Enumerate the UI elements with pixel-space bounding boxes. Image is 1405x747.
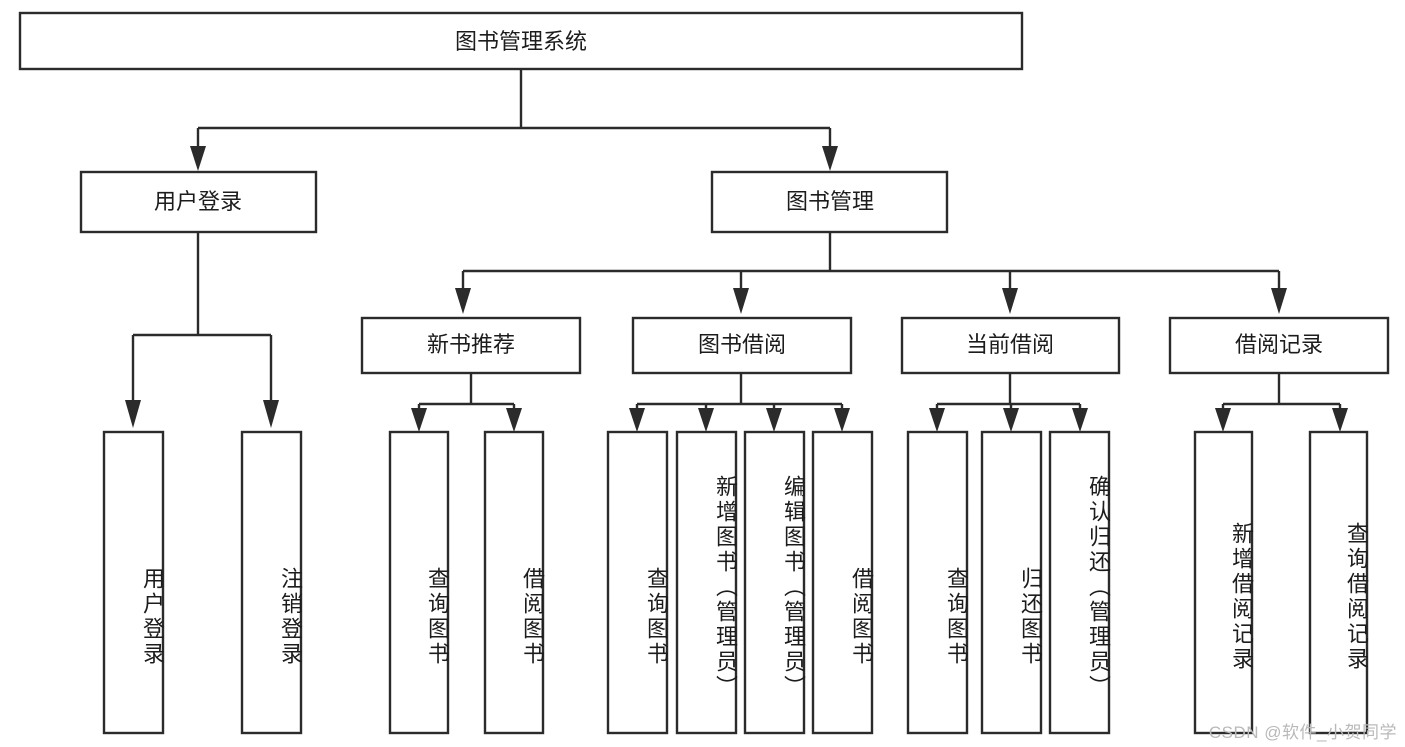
node-label-current-borrow: 当前借阅	[966, 332, 1054, 357]
leaf-box-query-book-2[interactable]	[606, 430, 669, 735]
arrowhead-leaf-edit-book	[766, 408, 782, 432]
leaf-box-add-record[interactable]	[1193, 430, 1254, 735]
node-box-book-manage[interactable]	[710, 170, 949, 234]
arrowhead-leaf-add-book	[698, 408, 714, 432]
leaf-box-query-book-3[interactable]	[906, 430, 969, 735]
arrowhead-to-book-manage	[822, 146, 838, 171]
arrowhead-leaf-query-book-2	[629, 408, 645, 432]
arrowhead-leaf-query-book-1	[411, 408, 427, 432]
watermark-label: CSDN @软件_小贺同学	[1208, 723, 1397, 742]
arrowhead-to-user-login	[190, 146, 206, 171]
leaf-box-add-book[interactable]	[675, 430, 738, 735]
arrowhead-to-current-borrow	[1002, 288, 1018, 314]
node-box-borrow-record[interactable]	[1168, 316, 1390, 375]
arrowhead-leaf-query-record	[1332, 408, 1348, 432]
leaf-box-edit-book[interactable]	[743, 430, 806, 735]
leaf-box-query-book-1[interactable]	[388, 430, 450, 735]
node-box-root[interactable]	[18, 11, 1024, 71]
leaf-box-confirm-return[interactable]	[1048, 430, 1111, 735]
arrowhead-leaf-user-login	[125, 400, 141, 428]
leaf-box-logout-login[interactable]	[240, 430, 303, 735]
node-box-user-login[interactable]	[79, 170, 318, 234]
arrowhead-leaf-logout-login	[263, 400, 279, 428]
node-label-book-borrow: 图书借阅	[698, 332, 786, 357]
arrowhead-to-borrow-record	[1271, 288, 1287, 314]
arrowhead-leaf-return-book	[1003, 408, 1019, 432]
leaf-box-borrow-book-2[interactable]	[811, 430, 874, 735]
node-label-user-login: 用户登录	[154, 189, 242, 214]
leaf-box-user-login[interactable]	[102, 430, 165, 735]
arrowhead-leaf-query-book-3	[929, 408, 945, 432]
leaf-box-borrow-book-1[interactable]	[483, 430, 545, 735]
arrowhead-leaf-add-record	[1215, 408, 1231, 432]
node-label-new-book-recommend: 新书推荐	[427, 332, 515, 357]
leaf-box-return-book[interactable]	[980, 430, 1043, 735]
node-label-book-manage: 图书管理	[786, 189, 874, 214]
leaf-box-query-record[interactable]	[1308, 430, 1369, 735]
node-label-root: 图书管理系统	[455, 29, 587, 54]
arrowhead-to-new-book-recommend	[455, 288, 471, 314]
arrowhead-to-book-borrow	[733, 288, 749, 314]
node-label-borrow-record: 借阅记录	[1235, 332, 1323, 357]
arrowhead-leaf-borrow-book-1	[506, 408, 522, 432]
node-box-book-borrow[interactable]	[631, 316, 853, 375]
node-box-current-borrow[interactable]	[900, 316, 1121, 375]
node-box-new-book-recommend[interactable]	[360, 316, 582, 375]
arrowhead-leaf-confirm-return	[1072, 408, 1088, 432]
arrowhead-leaf-borrow-book-2	[834, 408, 850, 432]
